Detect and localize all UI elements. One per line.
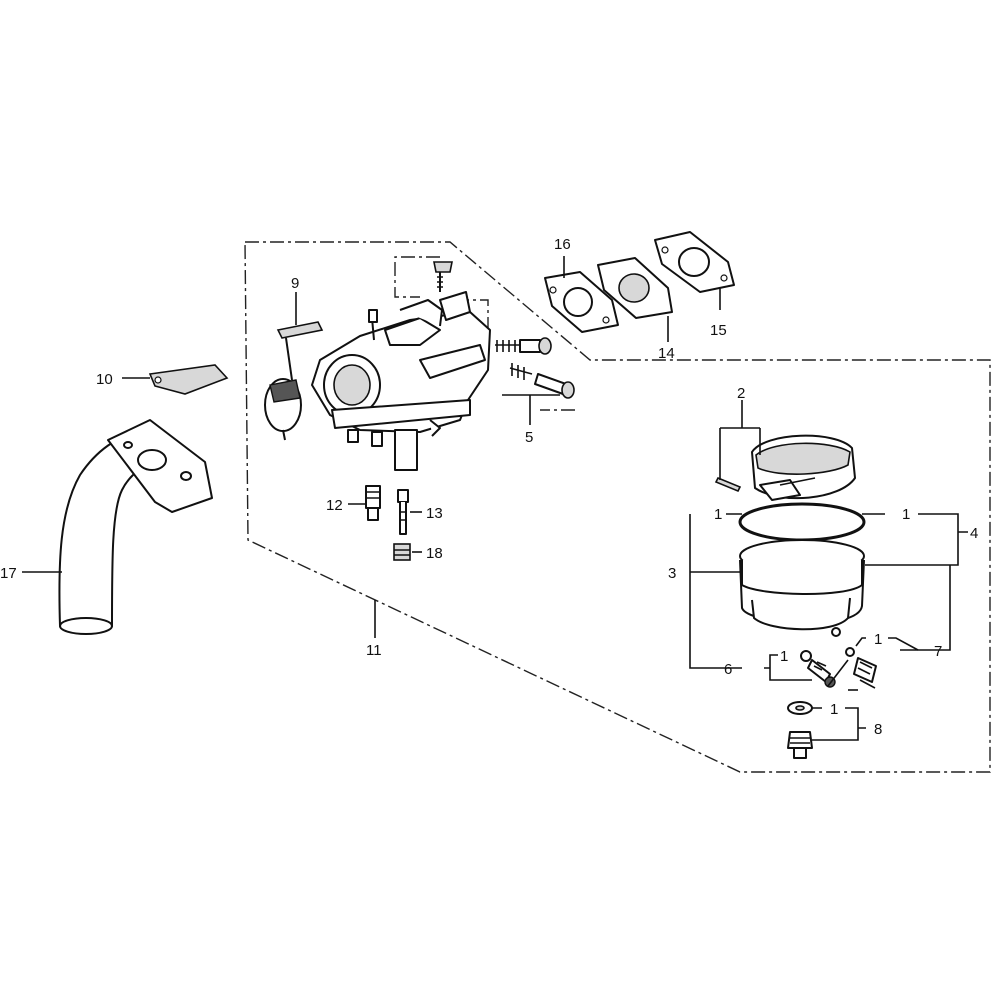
callout-4: 4	[970, 525, 978, 542]
callout-17: 17	[0, 565, 17, 582]
jet-part-12	[365, 485, 381, 521]
washer-bolt-part-8	[787, 701, 813, 759]
callout-14: 14	[658, 345, 675, 362]
top-screw	[433, 261, 453, 292]
gasket-part-15	[654, 231, 735, 293]
intake-elbow-pipe	[58, 419, 213, 635]
callout-16: 16	[554, 236, 571, 253]
callout-1-mid-right: 1	[874, 631, 882, 648]
callout-10: 10	[96, 371, 113, 388]
leader-lines	[22, 256, 968, 741]
float-chamber-part-3	[739, 539, 865, 637]
callout-5: 5	[525, 429, 533, 446]
drain-screw-part-6	[800, 650, 836, 688]
callout-18: 18	[426, 545, 443, 562]
needle-jet-part-13	[397, 489, 409, 535]
callout-2: 2	[737, 385, 745, 402]
callout-1-upper-left: 1	[714, 506, 722, 523]
bolt-part-7	[845, 647, 877, 683]
callout-12: 12	[326, 497, 343, 514]
plate-part-10	[148, 364, 229, 395]
carburetor-body	[311, 291, 491, 471]
assembly-dashed-boundary	[244, 241, 991, 773]
callout-11: 11	[366, 642, 382, 659]
callout-1-upper-right: 1	[902, 506, 910, 523]
insulator-part-14	[597, 257, 673, 319]
choke-valve-part-9	[264, 321, 324, 441]
float-part-2	[714, 434, 856, 501]
callout-labels: 17 10 9 16 15 14 5 2 12 13 18 11 1 1 4 3…	[0, 236, 978, 738]
callout-8: 8	[874, 721, 882, 738]
callout-13: 13	[426, 505, 443, 522]
callout-1-mid-left: 1	[780, 648, 788, 665]
main-jet-part-18	[393, 543, 411, 561]
callout-7: 7	[934, 643, 942, 660]
callout-9: 9	[291, 275, 299, 292]
adjust-screws-part-5	[495, 337, 575, 399]
screw-dashed-bracket	[394, 256, 440, 298]
callout-1-lower: 1	[830, 701, 838, 718]
gasket-part-16	[544, 271, 619, 333]
callout-3: 3	[668, 565, 676, 582]
callout-6: 6	[724, 661, 732, 678]
callout-15: 15	[710, 322, 727, 339]
gasket-ring-part-1	[738, 502, 866, 542]
